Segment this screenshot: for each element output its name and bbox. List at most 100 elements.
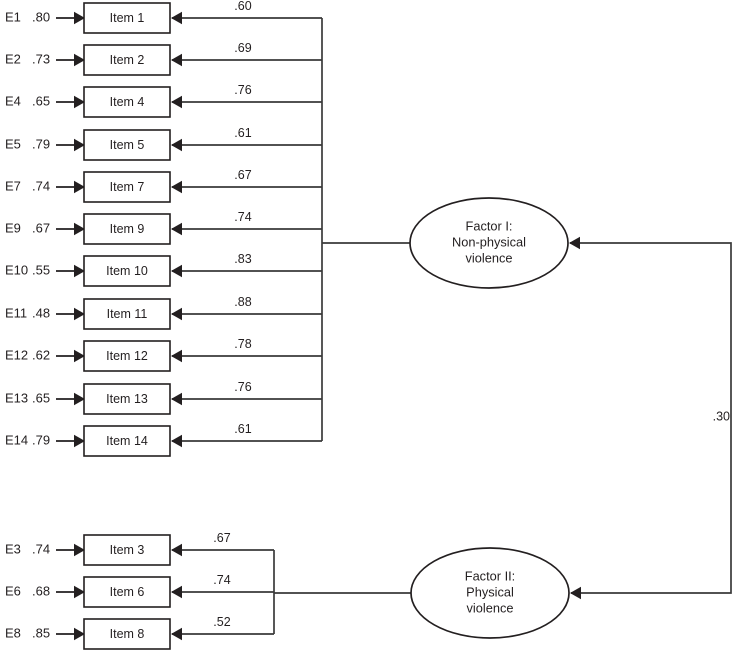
loading-value-label: .61 bbox=[234, 422, 251, 436]
error-term-label: E4 bbox=[5, 93, 21, 108]
factor-layer bbox=[409, 197, 570, 639]
error-variance-label: .73 bbox=[32, 51, 50, 66]
loading-arrowhead bbox=[171, 53, 182, 67]
loading-value-label: .78 bbox=[234, 337, 251, 351]
error-term-label: E5 bbox=[5, 136, 21, 151]
loading-arrowhead bbox=[171, 543, 182, 557]
loading-value-label: .76 bbox=[234, 83, 251, 97]
error-term-label: E8 bbox=[5, 625, 21, 640]
factor-ellipse[interactable] bbox=[409, 197, 569, 289]
error-term-label: E9 bbox=[5, 220, 21, 235]
loading-value-label: .88 bbox=[234, 295, 251, 309]
loading-value-label: .69 bbox=[234, 41, 251, 55]
error-term-label: E12 bbox=[5, 347, 28, 362]
error-term-label: E10 bbox=[5, 262, 28, 277]
error-variance-label: .85 bbox=[32, 625, 50, 640]
error-term-label: E2 bbox=[5, 51, 21, 66]
indicator-label: Item 5 bbox=[110, 138, 145, 152]
error-arrowhead bbox=[74, 11, 85, 25]
loading-arrowhead bbox=[171, 264, 182, 278]
error-arrowhead bbox=[74, 585, 85, 599]
correlation-arrowhead-factor-1 bbox=[569, 236, 580, 250]
indicator-box[interactable] bbox=[83, 534, 171, 566]
loading-value-label: .52 bbox=[213, 615, 230, 629]
error-arrowhead bbox=[74, 138, 85, 152]
factor-label-line: violence bbox=[466, 250, 513, 265]
indicator-label: Item 8 bbox=[110, 627, 145, 641]
error-variance-label: .74 bbox=[32, 178, 50, 193]
factor-label-line: Non-physical bbox=[452, 234, 526, 249]
factor-label-line: Factor II: bbox=[465, 568, 516, 583]
indicator-box[interactable] bbox=[83, 298, 171, 330]
error-variance-label: .65 bbox=[32, 390, 50, 405]
loading-arrowhead bbox=[171, 585, 182, 599]
error-term-label: E1 bbox=[5, 9, 21, 24]
loading-arrowhead bbox=[171, 95, 182, 109]
indicator-box[interactable] bbox=[83, 255, 171, 287]
loading-arrowhead bbox=[171, 392, 182, 406]
indicator-box[interactable] bbox=[83, 425, 171, 457]
error-arrowhead bbox=[74, 627, 85, 641]
correlation-value-label: .30 bbox=[713, 409, 730, 423]
indicator-label: Item 4 bbox=[110, 95, 145, 109]
loading-arrowhead bbox=[171, 434, 182, 448]
indicator-label: Item 13 bbox=[106, 392, 148, 406]
error-arrowhead bbox=[74, 222, 85, 236]
indicator-box[interactable] bbox=[83, 576, 171, 608]
indicator-label: Item 7 bbox=[110, 180, 145, 194]
error-arrowhead bbox=[74, 543, 85, 557]
loading-arrowhead bbox=[171, 222, 182, 236]
loading-value-label: .74 bbox=[234, 210, 251, 224]
factor-correlation-path bbox=[570, 242, 732, 594]
error-variance-label: .65 bbox=[32, 93, 50, 108]
loading-arrowhead bbox=[171, 138, 182, 152]
loading-arrowhead bbox=[171, 180, 182, 194]
indicator-box[interactable] bbox=[83, 618, 171, 650]
indicator-label: Item 9 bbox=[110, 222, 145, 236]
loading-value-label: .74 bbox=[213, 573, 230, 587]
error-term-label: E11 bbox=[5, 305, 27, 320]
indicator-box[interactable] bbox=[83, 129, 171, 161]
loading-value-label: .67 bbox=[234, 168, 251, 182]
indicator-label: Item 14 bbox=[106, 434, 148, 448]
error-arrowhead bbox=[74, 95, 85, 109]
error-term-label: E13 bbox=[5, 390, 28, 405]
loading-arrowhead bbox=[171, 627, 182, 641]
loading-arrowhead bbox=[171, 349, 182, 363]
factor-label-line: violence bbox=[467, 600, 514, 615]
indicator-box[interactable] bbox=[83, 2, 171, 34]
error-arrowhead bbox=[74, 307, 85, 321]
loading-value-label: .60 bbox=[234, 0, 251, 13]
error-arrowhead bbox=[74, 434, 85, 448]
indicator-box[interactable] bbox=[83, 86, 171, 118]
indicator-box[interactable] bbox=[83, 383, 171, 415]
factor-ellipse[interactable] bbox=[410, 547, 570, 639]
indicator-label: Item 2 bbox=[110, 53, 145, 67]
loading-value-label: .83 bbox=[234, 252, 251, 266]
error-arrowhead bbox=[74, 264, 85, 278]
loading-value-label: .67 bbox=[213, 531, 230, 545]
error-arrowhead bbox=[74, 180, 85, 194]
error-term-label: E3 bbox=[5, 541, 21, 556]
indicator-box[interactable] bbox=[83, 340, 171, 372]
indicator-box[interactable] bbox=[83, 44, 171, 76]
error-variance-label: .48 bbox=[32, 305, 50, 320]
error-variance-label: .62 bbox=[32, 347, 50, 362]
indicator-box[interactable] bbox=[83, 213, 171, 245]
loading-arrowhead bbox=[171, 307, 182, 321]
error-variance-label: .80 bbox=[32, 9, 50, 24]
error-variance-label: .79 bbox=[32, 432, 50, 447]
error-arrowhead bbox=[74, 392, 85, 406]
indicator-label: Item 10 bbox=[106, 264, 148, 278]
error-arrowhead bbox=[74, 349, 85, 363]
loading-value-label: .61 bbox=[234, 126, 251, 140]
indicator-box[interactable] bbox=[83, 171, 171, 203]
indicator-label: Item 6 bbox=[110, 585, 145, 599]
indicator-label: Item 1 bbox=[110, 11, 145, 25]
indicator-label: Item 11 bbox=[107, 307, 148, 321]
error-variance-label: .55 bbox=[32, 262, 50, 277]
factor-label-line: Factor I: bbox=[466, 218, 513, 233]
error-variance-label: .68 bbox=[32, 583, 50, 598]
